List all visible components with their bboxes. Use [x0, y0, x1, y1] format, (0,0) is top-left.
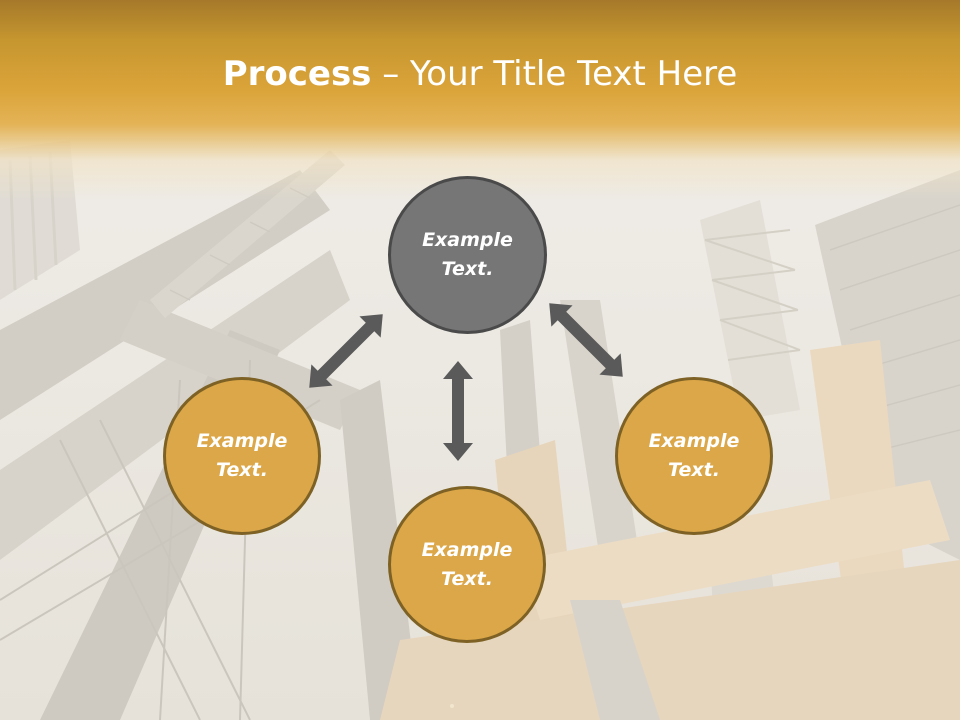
bottom-node-label: Example Text.: [421, 538, 513, 590]
header-band: [0, 0, 960, 200]
double-arrow-icon: [549, 303, 623, 377]
title-bold: Process: [222, 54, 372, 94]
right-node-label: Example Text.: [648, 430, 740, 481]
title-rest: – Your Title Text Here: [371, 54, 738, 94]
bottom-node[interactable]: Example Text.: [388, 486, 546, 643]
right-node[interactable]: Example Text.: [615, 377, 773, 535]
decorative-dot: [450, 704, 454, 708]
left-node-label: Example Text.: [196, 430, 288, 481]
slide-title: Process – Your Title Text Here: [0, 52, 960, 96]
center-node[interactable]: Example Text.: [388, 176, 547, 334]
double-arrow-icon: [309, 314, 383, 388]
left-node[interactable]: Example Text.: [163, 377, 321, 535]
double-arrow-icon: [443, 361, 473, 461]
center-node-label: Example Text.: [422, 229, 513, 280]
